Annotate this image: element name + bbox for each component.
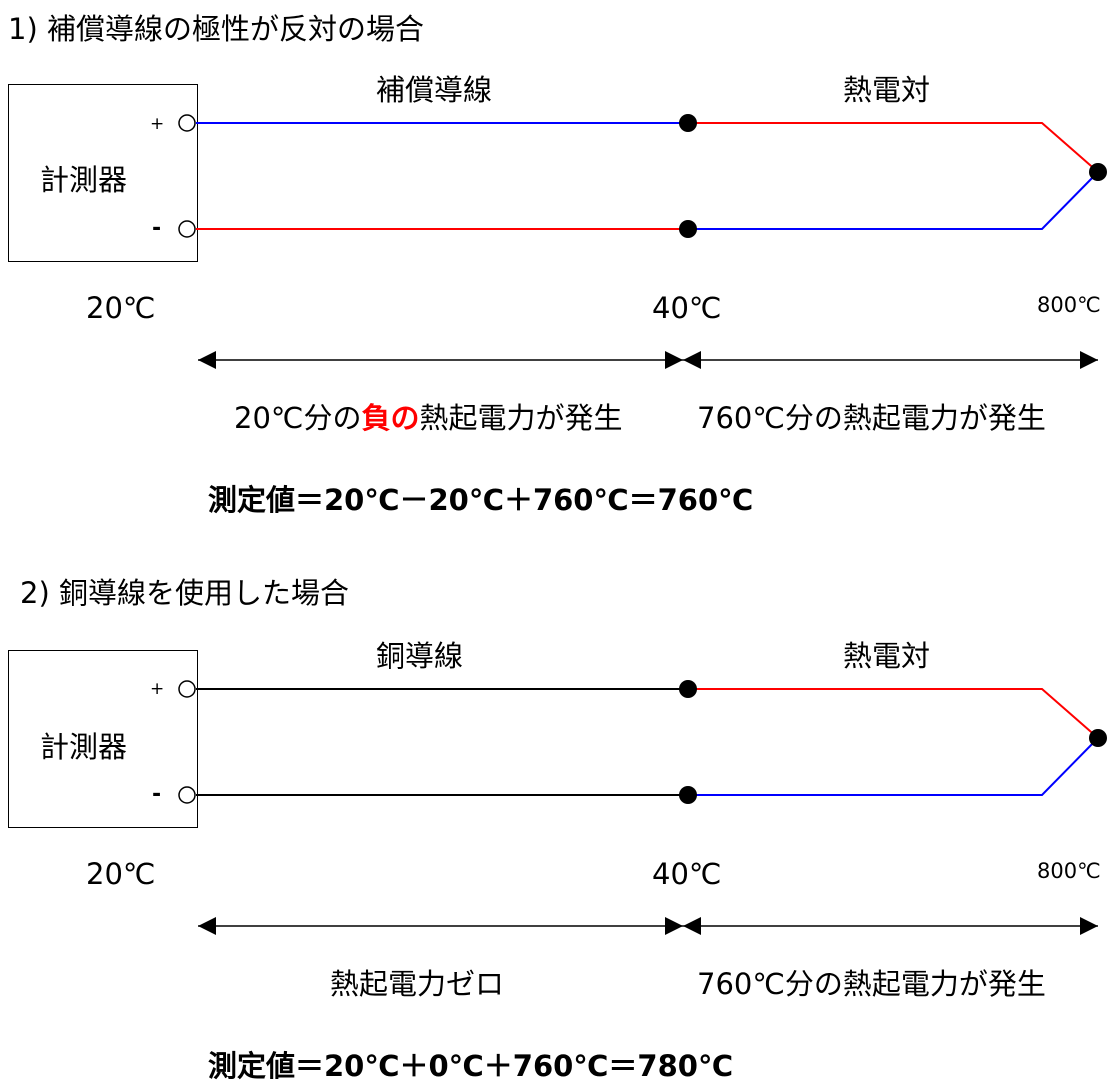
- emf-copper-wire: 熱起電力ゼロ: [330, 967, 505, 1001]
- hot-junction-dot: [1089, 163, 1107, 181]
- junction-dot-plus: [679, 680, 697, 698]
- emf-compensating-wire: 20℃分の負の熱起電力が発生: [234, 395, 623, 437]
- plus-terminal: [178, 680, 196, 698]
- section2-title: 2) 銅導線を使用した場合: [20, 576, 349, 610]
- instrument-label: 計測器: [40, 163, 128, 197]
- temp-instrument: 20℃: [86, 291, 156, 325]
- emf-thermocouple: 760℃分の熱起電力が発生: [697, 967, 1046, 1001]
- emf-thermocouple: 760℃分の熱起電力が発生: [697, 401, 1046, 435]
- junction-dot-minus: [679, 220, 697, 238]
- thermocouple-label: 熱電対: [843, 639, 931, 673]
- thermocouple-negative-leg: [688, 737, 1099, 796]
- measuring-instrument-box: [8, 650, 198, 828]
- hot-junction-dot: [1089, 729, 1107, 747]
- emf-prefix: 20℃分の: [234, 401, 362, 435]
- minus-terminal-label: -: [152, 216, 162, 241]
- plus-terminal-label: +: [150, 114, 165, 134]
- copper-wire-label: 銅導線: [376, 639, 464, 673]
- thermocouple-negative-leg: [688, 171, 1099, 230]
- junction-dot-plus: [679, 114, 697, 132]
- negative-emphasis: 負の: [361, 401, 420, 435]
- measuring-instrument-box: [8, 84, 198, 262]
- section1-title: 1) 補償導線の極性が反対の場合: [8, 12, 424, 46]
- temp-junction: 40℃: [652, 857, 722, 891]
- instrument-label: 計測器: [40, 730, 128, 764]
- plus-terminal-label: +: [150, 679, 165, 699]
- thermocouple-positive-leg: [688, 688, 1099, 739]
- thermocouple-positive-leg: [688, 122, 1099, 173]
- minus-terminal-label: -: [152, 782, 162, 807]
- junction-dot-minus: [679, 786, 697, 804]
- emf-suffix: 熱起電力が発生: [419, 401, 623, 435]
- thermocouple-label: 熱電対: [843, 73, 931, 107]
- minus-terminal: [178, 786, 196, 804]
- temp-hot-junction: 800℃: [1037, 859, 1101, 883]
- plus-terminal: [178, 114, 196, 132]
- compensating-wire-label: 補償導線: [376, 73, 493, 107]
- temp-instrument: 20℃: [86, 857, 156, 891]
- temp-junction: 40℃: [652, 291, 722, 325]
- result-formula: 測定値＝20℃－20℃＋760℃＝760℃: [208, 483, 754, 517]
- result-formula: 測定値＝20℃＋0℃＋760℃＝780℃: [208, 1049, 734, 1083]
- temp-hot-junction: 800℃: [1037, 293, 1101, 317]
- minus-terminal: [178, 220, 196, 238]
